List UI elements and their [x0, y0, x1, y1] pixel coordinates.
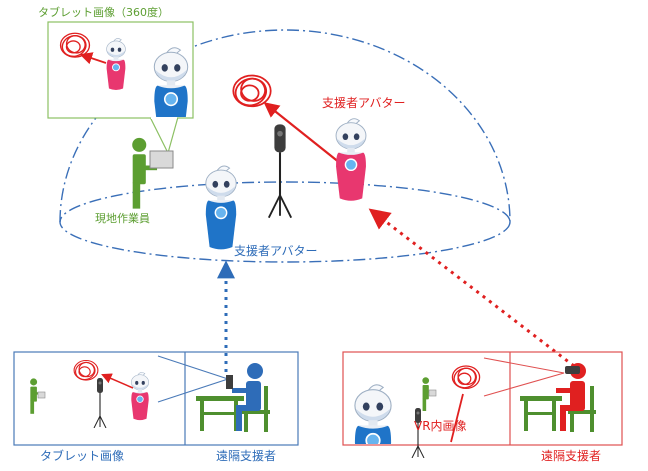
- pointer-arrow: [101, 373, 134, 389]
- camera-tripod-icon: [93, 378, 107, 428]
- vr-image-label: VR内画像: [414, 419, 467, 433]
- panel-frame: [13, 351, 299, 446]
- avatar-robot-icon: [205, 165, 237, 251]
- vr-headset-icon: [565, 366, 580, 374]
- camera-tripod-icon: [411, 408, 425, 458]
- tablet-icon: [428, 389, 437, 397]
- scribble-icon: [231, 74, 272, 110]
- avatar-robot-icon: [106, 38, 126, 91]
- scribble-icon: [451, 365, 481, 391]
- supporter-avatar-blue-label: 支援者アバター: [234, 244, 318, 258]
- tablet-image-label: タブレット画像: [40, 448, 124, 463]
- tablet-supporter-panel: [13, 351, 299, 446]
- scribble-icon: [73, 359, 99, 383]
- supporter-avatar-red-label: 支援者アバター: [322, 96, 406, 110]
- panel-callout-tail: [149, 116, 179, 155]
- red-dotted-arrow: [368, 208, 575, 368]
- dome-base-ellipse: [59, 181, 511, 263]
- pointer-arrow: [79, 52, 107, 65]
- tablet-icon: [226, 375, 233, 389]
- vr-supporter-panel: VR内画像: [342, 351, 623, 458]
- panel-frame: [342, 351, 623, 446]
- tablet-image-360-panel: タブレット画像（360度）: [38, 5, 194, 155]
- capture-dome: [59, 29, 511, 263]
- avatar-robot-icon: [335, 118, 367, 202]
- remote-supporter-red-label: 遠隔支援者: [541, 449, 601, 463]
- avatar-robot-icon: [130, 372, 150, 421]
- onsite-worker-label: 現地作業員: [95, 212, 150, 225]
- tablet-image-360-label: タブレット画像（360度）: [38, 5, 169, 19]
- remote-supporter-blue-label: 遠隔支援者: [216, 449, 276, 463]
- camera-tripod-icon: [267, 123, 293, 219]
- remote-supporter-blue-figure: [196, 363, 270, 432]
- panel-callout-tail: [157, 355, 230, 403]
- remote-supporter-red-figure: [520, 363, 596, 432]
- pointer-arrow: [263, 102, 346, 168]
- avatar-robot-icon: [354, 384, 392, 444]
- tablet-icon: [149, 150, 174, 169]
- panel-callout-tail: [483, 357, 565, 397]
- dome-arc: [59, 29, 511, 223]
- pointer-arrow: [450, 393, 464, 443]
- worker-icon: [132, 137, 158, 209]
- tablet-icon: [37, 391, 46, 399]
